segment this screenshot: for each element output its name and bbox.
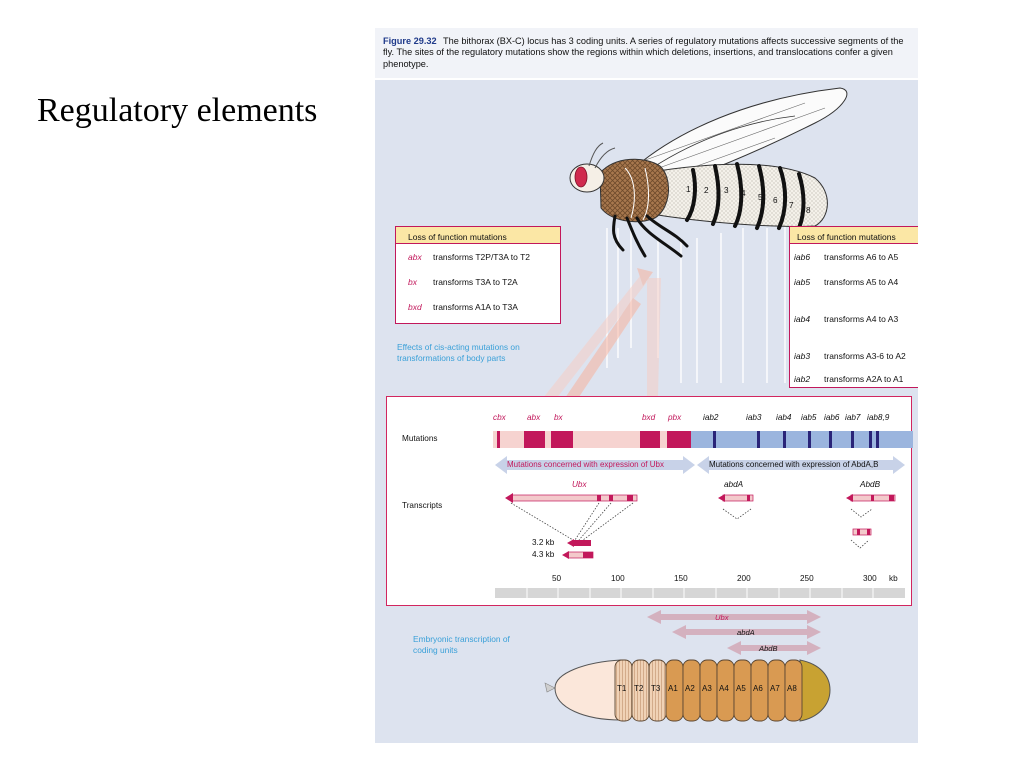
embryo-segment-label: T2 [634, 684, 644, 693]
mutation-code: iab3 [794, 351, 811, 361]
fly-segment-label: 7 [789, 201, 794, 210]
embryo-segment-label: A5 [736, 684, 746, 693]
lof-right-box: Loss of function mutations iab6 transfor… [789, 226, 918, 388]
embryo-segment-label: T1 [617, 684, 627, 693]
slide-title: Regulatory elements [37, 92, 318, 129]
embryo-segment-label: A1 [668, 684, 678, 693]
embryo-arrow-label: AbdB [759, 644, 778, 653]
gene-map-panel: Mutations Transcripts cbx abx bx bxd pbx… [386, 396, 913, 606]
abd-region-bar [691, 431, 913, 448]
fly-segment-label: 5 [758, 193, 763, 202]
mutation-code: bx [408, 277, 417, 287]
gene-name: AbdB [860, 480, 881, 489]
mutation-code: iab2 [794, 374, 811, 384]
mutation-name: abx [527, 413, 541, 422]
mutation-code: iab5 [794, 277, 811, 287]
mutation-code: iab6 [794, 252, 811, 262]
mutation-effect: transforms A2A to A1 [824, 374, 904, 384]
figure-panel: Figure 29.32 The bithorax (BX-C) locus h… [375, 28, 918, 743]
embryo-illustration [544, 659, 831, 722]
embryo-segment-label: T3 [651, 684, 661, 693]
abd-region-label: Mutations concerned with expression of A… [709, 460, 879, 469]
scale-tick: 50 [552, 574, 562, 583]
fly-segment-label: 3 [724, 186, 729, 195]
abd-region-arrow [697, 456, 905, 474]
lof-right-title: Loss of function mutations [790, 227, 918, 244]
connector-arrows [543, 268, 661, 403]
ubx-region-bar [493, 431, 691, 448]
caption-text: The bithorax (BX-C) locus has 3 coding u… [383, 36, 904, 69]
embryo-segment [784, 659, 803, 722]
embryo-note: Embryonic transcription of coding units [413, 634, 510, 655]
mutation-effect: transforms T3A to T2A [433, 277, 518, 287]
scale-tick: 200 [737, 574, 751, 583]
mutation-code: abx [408, 252, 422, 262]
embryo-segment-label: A7 [770, 684, 780, 693]
scale-tick: 100 [611, 574, 625, 583]
lof-left-title: Loss of function mutations [396, 227, 560, 244]
mutation-code: iab4 [794, 314, 811, 324]
scale-tick: 150 [674, 574, 688, 583]
mutation-name: cbx [493, 413, 506, 422]
caption-label: Figure 29.32 [383, 36, 437, 46]
mutation-name: iab2 [703, 413, 719, 422]
lof-left-box: Loss of function mutations abx transform… [395, 226, 561, 324]
mutation-effect: transforms A1A to T3A [433, 302, 518, 312]
mutation-name: iab7 [845, 413, 861, 422]
mutation-effect: transforms A3-6 to A2 [824, 351, 906, 361]
mutation-effect: transforms A6 to A5 [824, 252, 899, 262]
gene-name: Ubx [572, 480, 587, 489]
mutation-name: iab6 [824, 413, 840, 422]
abda-transcript [718, 494, 754, 520]
ubx-transcript [505, 493, 638, 503]
fly-illustration [569, 87, 848, 383]
mutation-name: bxd [642, 413, 656, 422]
fly-segment-label: 8 [806, 206, 811, 215]
transcripts-label: Transcripts [402, 501, 443, 510]
embryo-arrow-label: Ubx [715, 613, 729, 622]
scale-bar [495, 588, 905, 598]
fly-segment-label: 1 [686, 185, 691, 194]
mutations-label: Mutations [402, 434, 438, 443]
figure-art [543, 87, 848, 722]
mutation-code: bxd [408, 302, 422, 312]
scale-tick: 250 [800, 574, 814, 583]
mutation-effect: transforms A4 to A3 [824, 314, 899, 324]
mutation-name: bx [554, 413, 563, 422]
fly-segment-label: 4 [741, 189, 746, 198]
embryo-segment-label: A2 [685, 684, 695, 693]
ubx-region-label: Mutations concerned with expression of U… [507, 460, 664, 469]
mutation-name: iab3 [746, 413, 762, 422]
transcript-size: 3.2 kb [532, 538, 555, 547]
scale-unit: kb [889, 574, 898, 583]
transcript-size: 4.3 kb [532, 550, 555, 559]
embryo-arrow-label: abdA [737, 628, 755, 637]
fly-segment-label: 2 [704, 186, 709, 195]
mutation-effect: transforms T2P/T3A to T2 [433, 252, 531, 262]
mutation-name: pbx [668, 413, 682, 422]
embryo-transcription-arrows [647, 610, 821, 655]
mutation-effect: transforms A5 to A4 [824, 277, 899, 287]
embryo-segment-label: A6 [753, 684, 763, 693]
scale-tick: 300 [863, 574, 877, 583]
embryo-segment-label: A8 [787, 684, 797, 693]
ubx-region-arrow [495, 456, 695, 474]
fly-segment-label: 6 [773, 196, 778, 205]
gene-map-art [493, 431, 913, 598]
embryo-segment-label: A4 [719, 684, 729, 693]
mutation-name: iab8,9 [867, 413, 890, 422]
embryo-segment-label: A3 [702, 684, 712, 693]
gene-name: abdA [724, 480, 744, 489]
figure-caption: Figure 29.32 The bithorax (BX-C) locus h… [375, 28, 918, 80]
mutation-name: iab4 [776, 413, 792, 422]
effects-note: Effects of cis-acting mutations on trans… [397, 342, 520, 363]
mutation-name: iab5 [801, 413, 817, 422]
abdb-transcript [846, 494, 896, 549]
